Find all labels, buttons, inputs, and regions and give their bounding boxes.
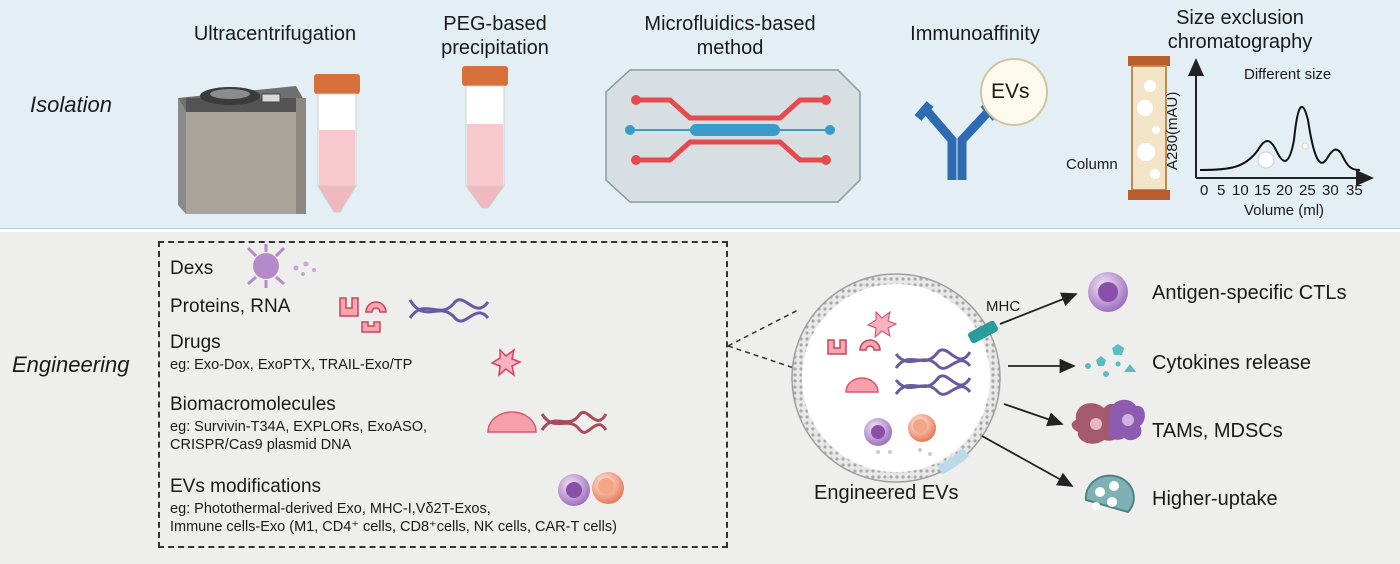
ev-vesicle-icon	[980, 58, 1048, 126]
microfluidic-chip-icon	[605, 69, 861, 203]
item-heading-proteins-rna: Proteins, RNA	[170, 296, 291, 317]
evs-label: EVs	[991, 80, 1030, 103]
protein-icon	[339, 297, 387, 333]
tube-icon	[314, 74, 360, 213]
engineering-label: Engineering	[12, 352, 130, 377]
item-eg-ev-modifications-2: Immune cells-Exo (M1, CD4⁺ cells, CD8⁺ce…	[170, 519, 617, 535]
sec-tick: 10	[1232, 182, 1249, 199]
item-eg-drugs: eg: Exo-Dox, ExoPTX, TRAIL-Exo/TP	[170, 357, 413, 373]
item-heading-ev-modifications: EVs modifications	[170, 476, 322, 497]
method-title-microfluidics: Microfluidics-based method	[644, 13, 816, 59]
outcome-cytokines: Cytokines release	[1152, 352, 1311, 374]
item-eg-biomacromolecules-2: CRISPR/Cas9 plasmid DNA	[170, 437, 352, 453]
item-eg-ev-modifications-1: eg: Photothermal-derived Exo, MHC-I,Vδ2T…	[170, 501, 491, 517]
sec-annotation: Different size	[1244, 66, 1332, 83]
sec-tick: 0	[1200, 182, 1209, 199]
mhc-label: MHC	[986, 298, 1021, 315]
item-eg-biomacromolecules-1: eg: Survivin-T34A, EXPLORs, ExoASO,	[170, 419, 428, 435]
method-title-ultracentrifugation: Ultracentrifugation	[193, 23, 357, 45]
cytokines-icon	[1085, 344, 1136, 377]
sec-tick: 5	[1217, 182, 1226, 199]
engineered-ev-label: Engineered EVs	[814, 482, 959, 504]
method-title-peg: PEG-based precipitation	[441, 13, 549, 59]
engineering-cargo-box	[158, 241, 728, 548]
antibody-icon	[914, 101, 1000, 180]
sec-ylabel: A280(mAU)	[1164, 91, 1181, 170]
ctl-cell-icon	[1088, 272, 1128, 312]
method-title-sec: Size exclusion chromatography	[1167, 7, 1313, 53]
outcome-ctl: Antigen-specific CTLs	[1152, 282, 1347, 304]
sec-tick: 20	[1276, 182, 1293, 199]
column-label: Column	[1066, 156, 1118, 173]
tube-icon-peg	[462, 66, 508, 209]
engineering-panel	[0, 232, 1400, 564]
drug-star-icon	[490, 348, 522, 377]
ultracentrifuge-icon	[178, 86, 306, 214]
engineered-ev-icon	[791, 273, 1001, 483]
outcome-higher-uptake: Higher-uptake	[1152, 488, 1278, 510]
sec-tick: 35	[1346, 182, 1363, 199]
item-heading-biomacromolecules: Biomacromolecules	[170, 394, 336, 415]
item-heading-drugs: Drugs	[170, 332, 221, 353]
isolation-label: Isolation	[30, 92, 112, 117]
sec-chart	[1188, 58, 1374, 186]
sec-tick: 25	[1299, 182, 1316, 199]
rna-dna-icon	[408, 298, 490, 323]
item-heading-dexs: Dexs	[170, 258, 214, 279]
dna-icon	[540, 410, 608, 434]
uptake-cell-icon	[1084, 474, 1135, 514]
sec-column-icon	[1128, 56, 1170, 200]
outcome-tams-mdscs: TAMs, MDSCs	[1152, 420, 1283, 442]
immune-cells-icon	[558, 472, 624, 506]
sec-xlabel: Volume (ml)	[1244, 202, 1325, 219]
tam-mdsc-icon	[1071, 399, 1145, 444]
sec-tick: 15	[1254, 182, 1271, 199]
method-title-immunoaffinity: Immunoaffinity	[910, 23, 1040, 45]
biomacromolecule-dome-icon	[487, 411, 537, 433]
dex-cell-icon	[246, 244, 316, 288]
sec-tick: 30	[1322, 182, 1339, 199]
